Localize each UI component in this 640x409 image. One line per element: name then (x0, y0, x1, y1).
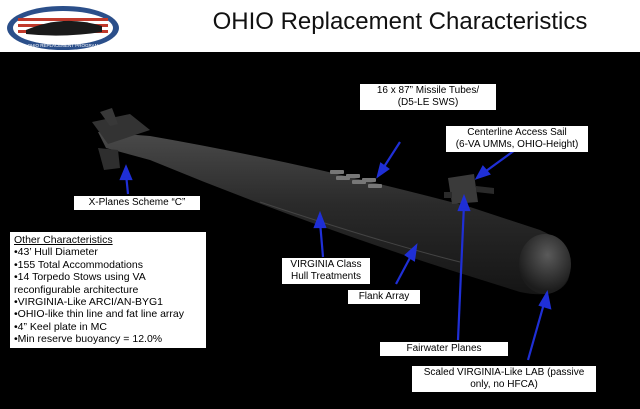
submarine-illustration (92, 108, 571, 361)
arrow-sail (481, 149, 516, 175)
characteristic-item: reconfigurable architecture (14, 283, 139, 296)
bow-dome (519, 234, 571, 294)
characteristic-item: •14 Torpedo Stows using VA (14, 271, 146, 284)
stern-planes (92, 114, 150, 144)
header-bar: OHIO REPLACEMENT PROGRAM OHIO Replacemen… (0, 0, 640, 52)
program-logo: OHIO REPLACEMENT PROGRAM (7, 6, 119, 50)
callout-missile-tubes: 16 x 87” Missile Tubes/ (D5-LE SWS) (360, 84, 496, 110)
callout-hull-treatments: VIRGINIA Class Hull Treatments (282, 258, 370, 284)
callout-lab: Scaled VIRGINIA-Like LAB (passive only, … (412, 366, 596, 392)
characteristic-item: •155 Total Accommodations (14, 258, 143, 271)
characteristic-item: •43’ Hull Diameter (14, 246, 98, 259)
arrow-missile-tubes (381, 141, 401, 171)
arrow-lab (526, 299, 547, 361)
callout-fairwater: Fairwater Planes (380, 342, 508, 356)
arrow-flank-array (395, 253, 413, 285)
sail (448, 174, 478, 204)
characteristic-item: •Min reserve buoyancy = 12.0% (14, 333, 163, 346)
other-characteristics-panel: Other Characteristics •43’ Hull Diameter… (10, 232, 206, 348)
callout-sail: Centerline Access Sail (6-VA UMMs, OHIO-… (446, 126, 588, 152)
callout-flank-array: Flank Array (348, 290, 420, 304)
page-title: OHIO Replacement Characteristics (212, 8, 588, 35)
characteristic-item: •VIRGINIA-Like ARCI/AN-BYG1 (14, 296, 163, 309)
characteristics-heading: Other Characteristics (14, 234, 113, 246)
characteristic-item: •4” Keel plate in MC (14, 320, 107, 333)
missile-hatches (330, 170, 382, 188)
arrow-fairwater (456, 203, 466, 341)
logo-text: OHIO REPLACEMENT PROGRAM (28, 43, 99, 48)
submarine-hull (98, 132, 571, 295)
callout-x-planes: X-Planes Scheme “C” (74, 196, 200, 210)
characteristic-item: •OHIO-like thin line and fat line array (14, 308, 184, 321)
